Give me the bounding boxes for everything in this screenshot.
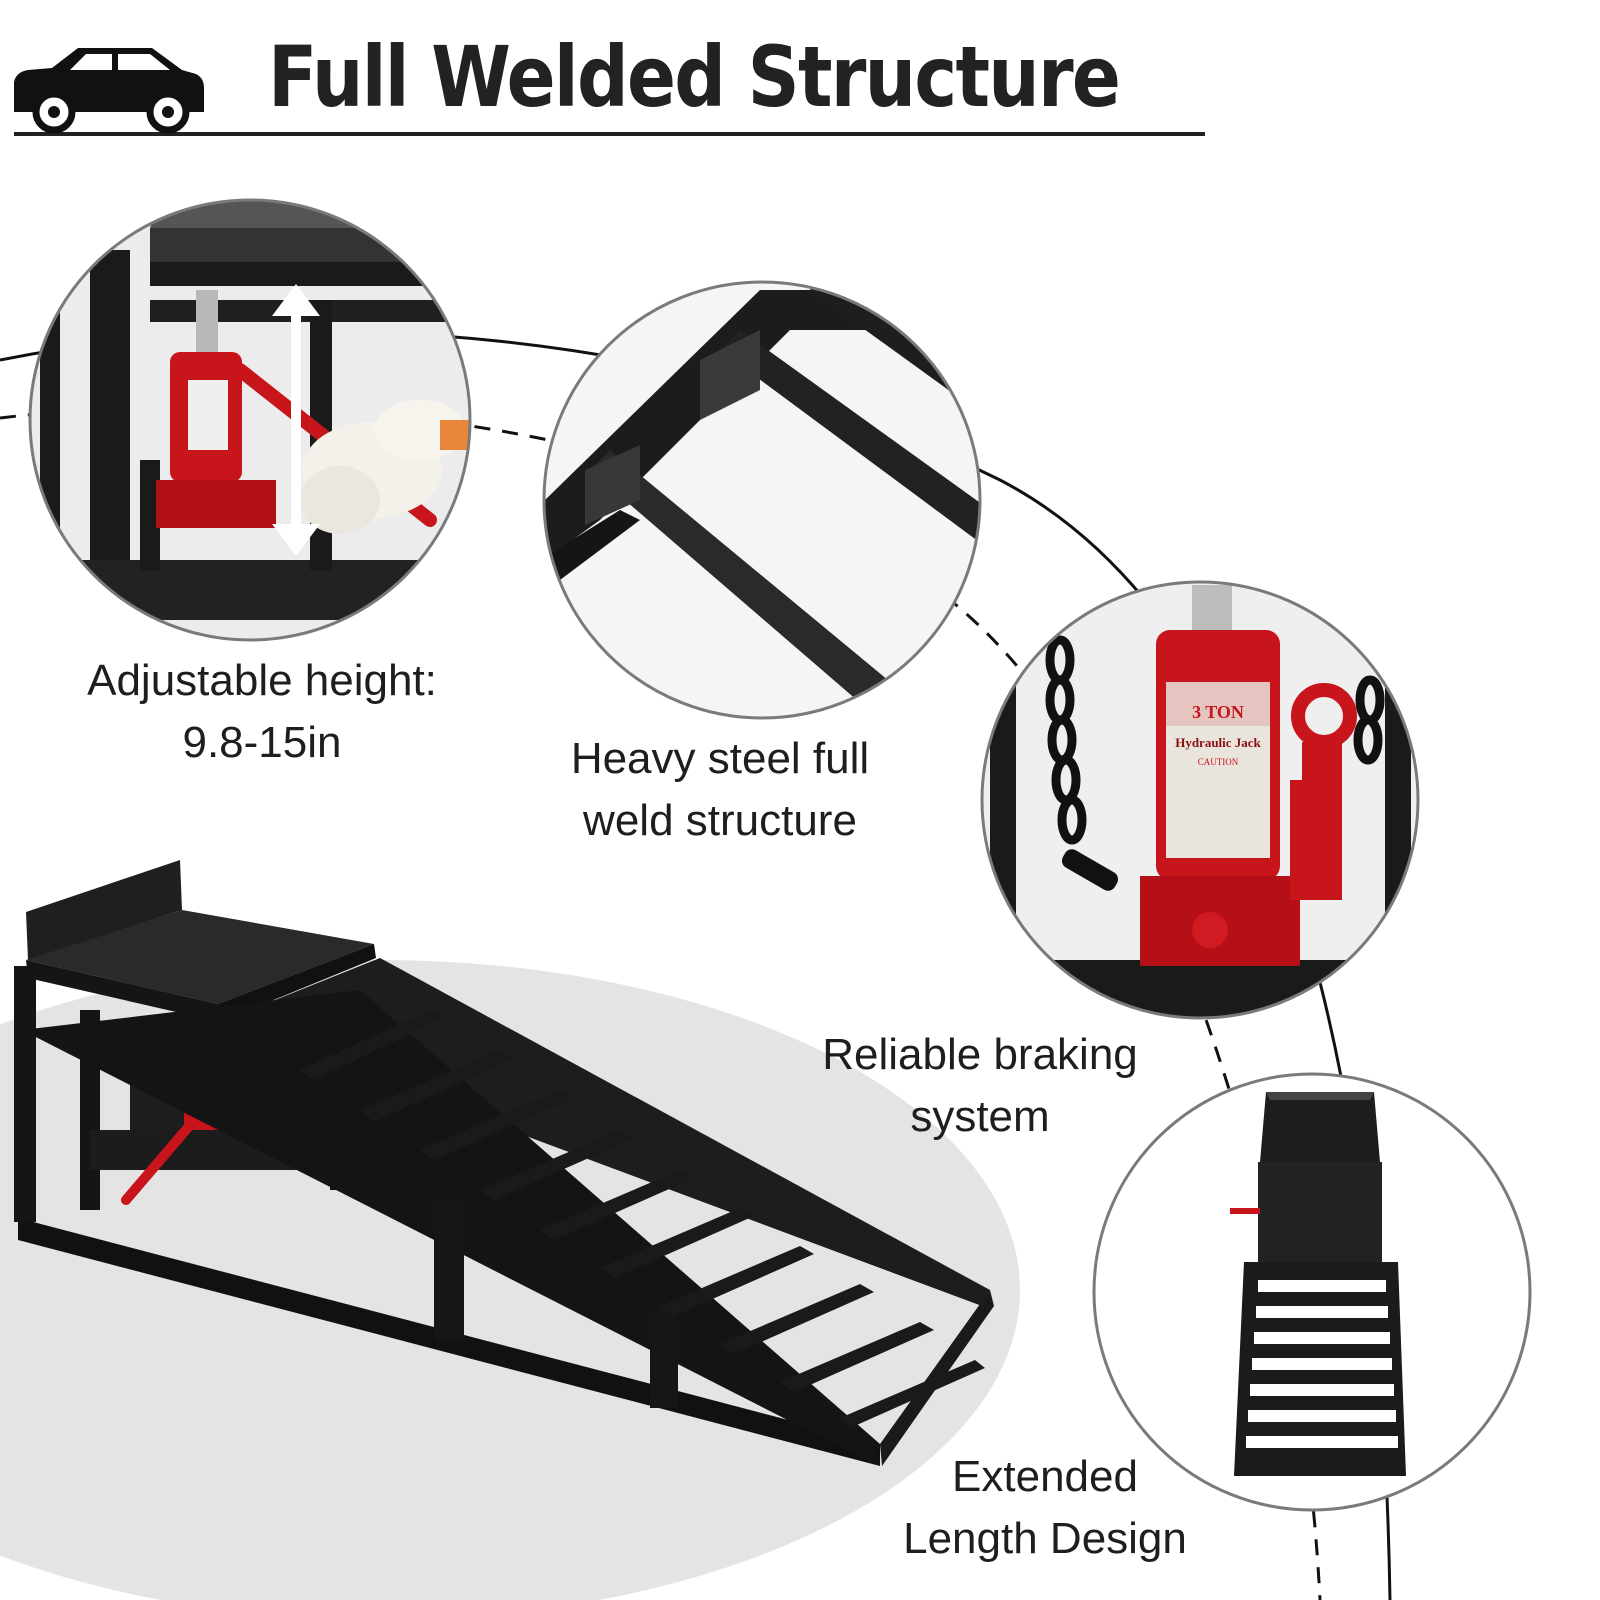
callout-height-line2: 9.8-15in xyxy=(182,718,342,767)
detail-circle-brake xyxy=(980,580,1420,1020)
callout-brake-line2: system xyxy=(910,1092,1050,1141)
jack-capacity: 3 TON xyxy=(1192,702,1244,722)
page-title: Full Welded Structure xyxy=(268,28,1121,126)
callout-height: Adjustable height: 9.8-15in xyxy=(62,650,462,774)
detail-circle-weld xyxy=(542,280,982,720)
callout-length-line1: Extended xyxy=(952,1452,1138,1501)
car-ramp-product xyxy=(14,860,994,1466)
jack-name: Hydraulic Jack xyxy=(1175,735,1261,750)
callout-weld: Heavy steel full weld structure xyxy=(540,728,900,852)
car-icon xyxy=(14,48,204,134)
callout-length-line2: Length Design xyxy=(903,1514,1187,1563)
callout-brake-line1: Reliable braking xyxy=(822,1030,1138,1079)
callout-weld-line1: Heavy steel full xyxy=(570,734,870,783)
detail-circle-height xyxy=(28,198,472,642)
jack-caution: CAUTION xyxy=(1197,757,1239,767)
callout-brake: Reliable braking system xyxy=(800,1024,1160,1148)
callout-weld-line2: weld structure xyxy=(583,796,857,845)
callout-height-line1: Adjustable height: xyxy=(87,656,437,705)
callout-length: Extended Length Design xyxy=(880,1446,1210,1570)
detail-circle-length xyxy=(1092,1072,1532,1512)
jack-label: 3 TON Hydraulic Jack CAUTION xyxy=(1166,702,1270,767)
